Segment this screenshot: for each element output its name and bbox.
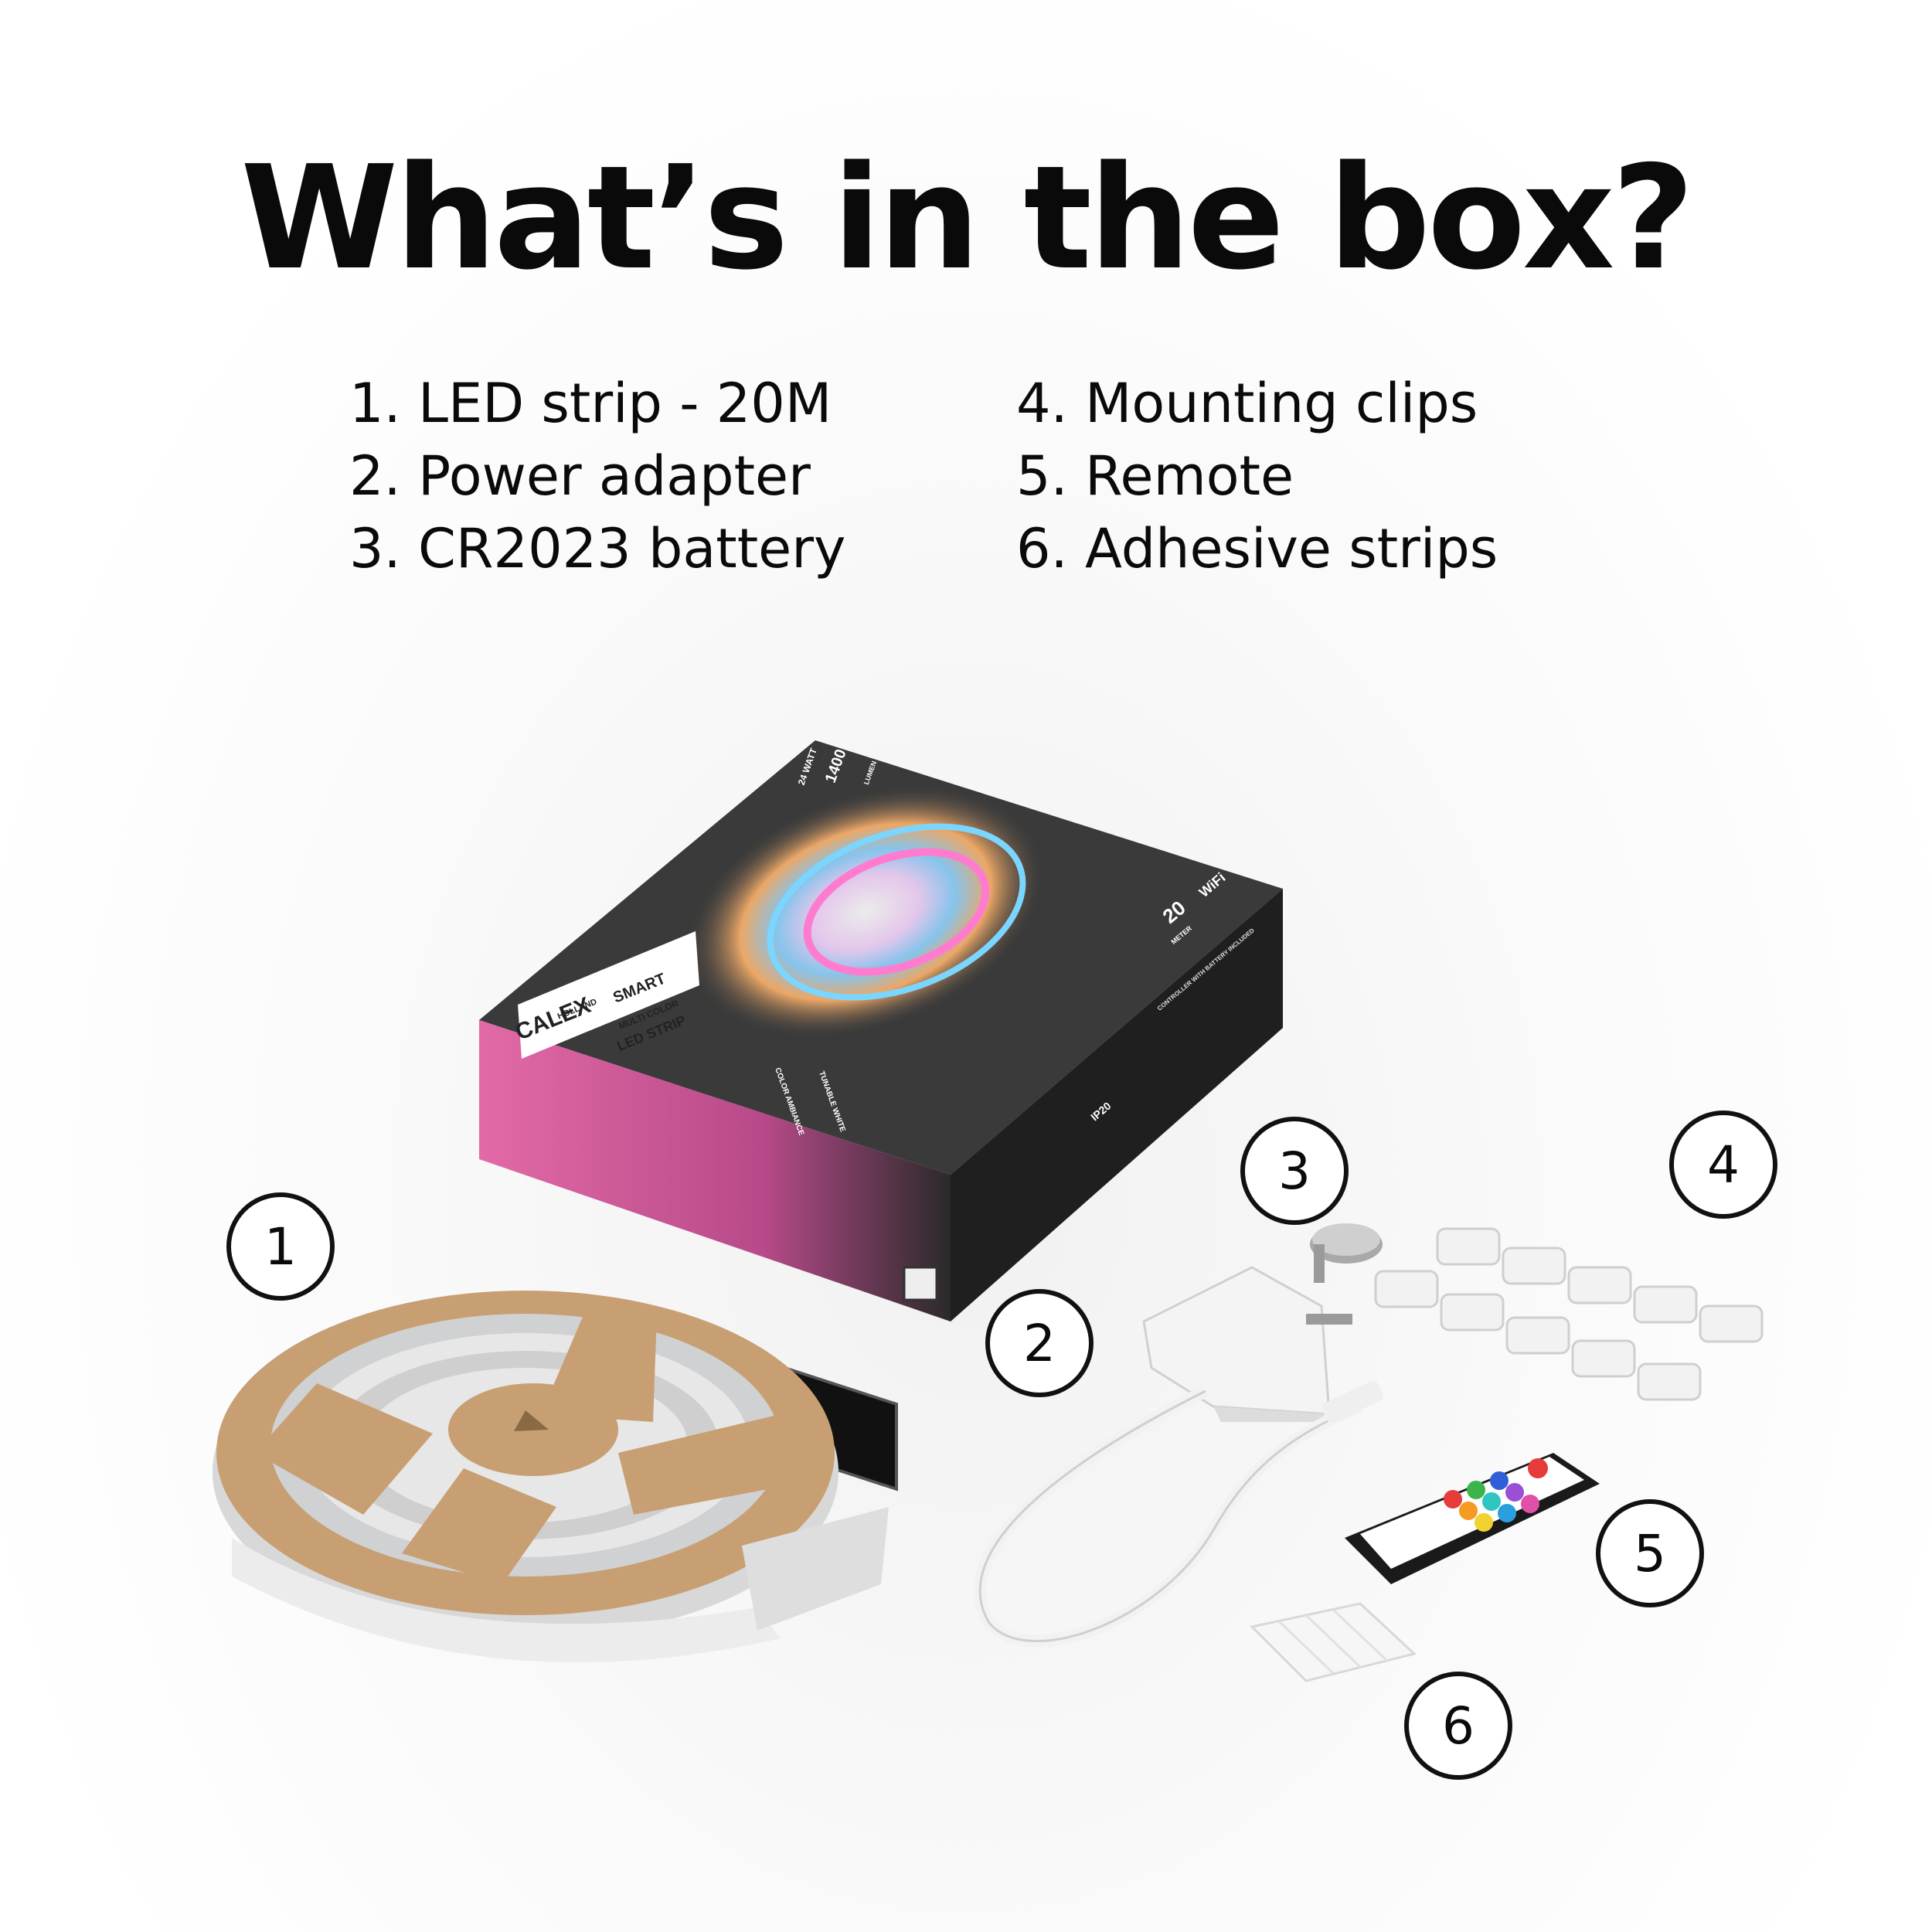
list-item: 5. Remote bbox=[1016, 444, 1294, 508]
callout-4: 4 bbox=[1669, 1111, 1777, 1219]
led-strip-reel bbox=[213, 1291, 889, 1663]
adhesive-strips bbox=[1249, 1602, 1417, 1682]
callout-6: 6 bbox=[1404, 1672, 1512, 1780]
callout-2: 2 bbox=[985, 1289, 1094, 1397]
list-item: 1. LED strip - 20M bbox=[349, 372, 832, 435]
list-item: 6. Adhesive strips bbox=[1016, 517, 1498, 580]
callout-3: 3 bbox=[1240, 1117, 1349, 1225]
callout-1: 1 bbox=[226, 1192, 335, 1301]
list-item: 2. Power adapter bbox=[349, 444, 811, 508]
product-box bbox=[479, 740, 1283, 1492]
contents-list-left: 1. LED strip - 20M 2. Power adapter 3. C… bbox=[349, 367, 845, 585]
callout-5: 5 bbox=[1596, 1499, 1704, 1607]
list-item: 3. CR2023 battery bbox=[349, 517, 846, 580]
page-title: What’s in the box? bbox=[240, 134, 1695, 301]
battery-top bbox=[1312, 1223, 1380, 1256]
power-adapter bbox=[974, 1244, 1383, 1648]
list-item: 4. Mounting clips bbox=[1016, 372, 1478, 435]
mounting-clips bbox=[1374, 1227, 1764, 1401]
remote-control bbox=[1345, 1453, 1600, 1584]
contents-list-right: 4. Mounting clips 5. Remote 6. Adhesive … bbox=[1016, 367, 1498, 585]
